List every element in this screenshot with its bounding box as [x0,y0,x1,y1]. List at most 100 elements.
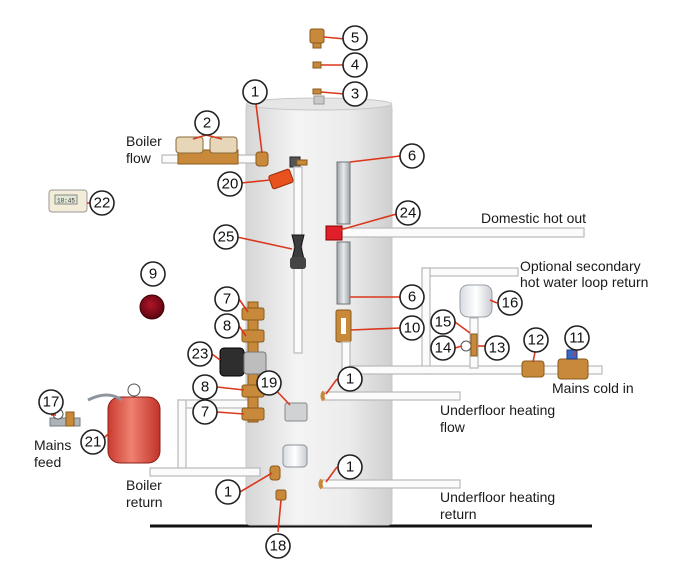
svg-text:10: 10 [404,320,421,337]
callout-12: 12 [523,327,549,353]
callout-15: 15 [430,309,456,335]
callout-8-bottom: 8 [192,374,218,400]
callout-21: 21 [80,429,106,455]
callout-11: 11 [564,325,590,351]
svg-text:2: 2 [203,115,211,132]
svg-text:25: 25 [218,229,235,246]
callout-5: 5 [342,25,368,51]
label-boiler-return-2: return [126,494,163,510]
svg-text:24: 24 [400,205,417,222]
svg-text:18: 18 [270,538,287,555]
callout-13: 13 [484,335,510,361]
label-mains-cold-in: Mains cold in [552,380,634,396]
svg-text:5: 5 [351,30,359,47]
immersion-heater [282,444,308,468]
label-mains-feed-1: Mains [34,437,71,453]
callout-23: 23 [187,341,213,367]
drain-cock [275,489,287,501]
callout-10: 10 [399,315,425,341]
ufh-return-pipe [318,478,461,490]
label-boiler-flow-2: flow [126,150,152,166]
zone-valves [175,136,238,154]
svg-text:7: 7 [223,291,231,308]
svg-text:19: 19 [261,375,278,392]
svg-text:8: 8 [223,318,231,335]
callout-16: 16 [497,290,523,316]
callout-25: 25 [213,224,239,250]
callout-3: 3 [342,81,368,107]
callout-17: 17 [38,389,64,415]
boiler-return-pipe [269,465,281,481]
callout-19: 19 [256,370,282,396]
svg-text:23: 23 [192,346,209,363]
control-box [284,402,308,422]
callout-1-top: 1 [242,79,268,105]
leader-lines [51,36,578,533]
check-valve-fitting [521,360,545,378]
label-mains-feed-2: feed [34,454,61,470]
svg-text:3: 3 [351,86,359,103]
callout-18: 18 [265,533,291,559]
pressure-relief-valve [460,333,478,357]
callout-8-top: 8 [214,313,240,339]
svg-text:9: 9 [149,266,157,283]
callout-1-ufh-return: 1 [337,454,363,480]
expansion-vessel-red [87,383,161,464]
callout-1-boiler-return: 1 [215,479,241,505]
callout-24: 24 [395,200,421,226]
callout-7-top: 7 [214,286,240,312]
svg-text:7: 7 [201,404,209,421]
svg-text:20: 20 [222,176,239,193]
label-domestic-hot-out: Domestic hot out [481,210,586,226]
cylinder-vertical-pipe [335,161,352,373]
isolating-valve-small [312,61,322,69]
callout-6-mid: 6 [399,284,425,310]
svg-text:6: 6 [408,148,416,165]
fitting-small [312,88,322,95]
svg-text:21: 21 [85,434,102,451]
programmer-display: 18:45 [57,198,75,205]
label-ufh-flow-2: flow [440,419,466,435]
svg-text:1: 1 [346,459,354,476]
internal-pipe [290,166,306,354]
label-secondary-2: hot water loop return [520,274,648,290]
circulating-pump [219,347,267,377]
svg-text:11: 11 [569,330,585,347]
callout-20: 20 [217,171,243,197]
red-sensor [139,294,165,320]
callout-14: 14 [430,335,456,361]
domestic-hot-out-pipe [325,225,585,241]
label-ufh-flow-1: Underfloor heating [440,402,555,418]
label-boiler-return-1: Boiler [126,477,162,493]
callout-7-bottom: 7 [192,399,218,425]
label-ufh-return-2: return [440,506,477,522]
expansion-vessel-white [459,284,493,318]
label-secondary-1: Optional secondary [520,258,641,274]
svg-text:17: 17 [43,394,60,411]
callout-1-ufh-flow: 1 [337,366,363,392]
callout-4: 4 [342,52,368,78]
svg-text:1: 1 [224,484,232,501]
svg-text:12: 12 [528,332,545,349]
svg-text:4: 4 [351,57,359,74]
svg-text:16: 16 [502,295,519,312]
svg-text:8: 8 [201,379,209,396]
callout-9: 9 [140,261,166,287]
callout-2: 2 [194,110,220,136]
ufh-flow-pipe [320,390,461,402]
callout-22: 22 [89,190,115,216]
label-ufh-return-1: Underfloor heating [440,489,555,505]
immersion-thermostat [268,156,308,190]
svg-text:15: 15 [435,314,452,331]
programmer-unit: 18:45 [48,189,88,213]
svg-text:22: 22 [94,195,111,212]
pressure-reducing-valve [557,349,589,380]
automatic-air-vent [309,28,325,49]
callout-6-top: 6 [399,143,425,169]
svg-text:1: 1 [251,84,259,101]
hot-water-cylinder [245,95,393,526]
label-boiler-flow-1: Boiler [126,133,162,149]
svg-text:14: 14 [435,340,452,357]
svg-text:13: 13 [489,340,506,357]
